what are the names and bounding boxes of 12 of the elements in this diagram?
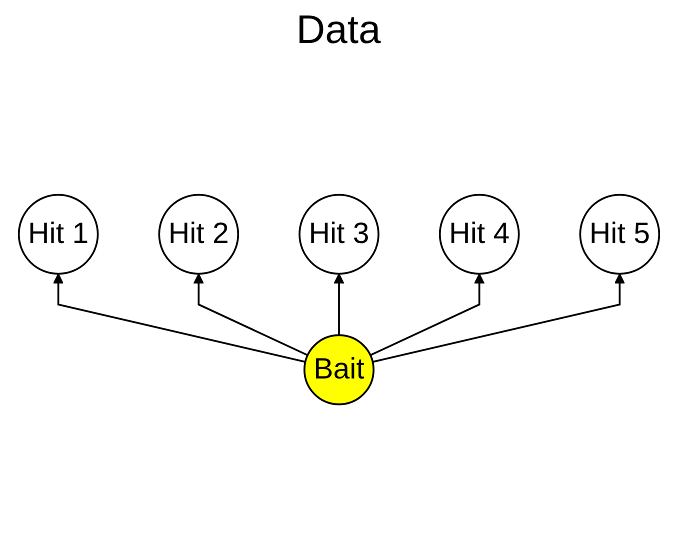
arrow — [333, 274, 344, 336]
arrow — [52, 274, 306, 364]
arrow — [369, 274, 484, 356]
arrow — [372, 274, 625, 364]
node-circle: Hit 2 — [158, 194, 239, 276]
node-circle: Hit 4 — [438, 194, 520, 276]
node-circle: Hit 1 — [17, 194, 98, 276]
node-circle: Hit 3 — [298, 194, 379, 276]
node-circle: Bait — [303, 334, 374, 406]
diagram-title: Data — [296, 8, 381, 53]
node-circle: Hit 5 — [578, 194, 660, 276]
arrow — [192, 274, 308, 356]
